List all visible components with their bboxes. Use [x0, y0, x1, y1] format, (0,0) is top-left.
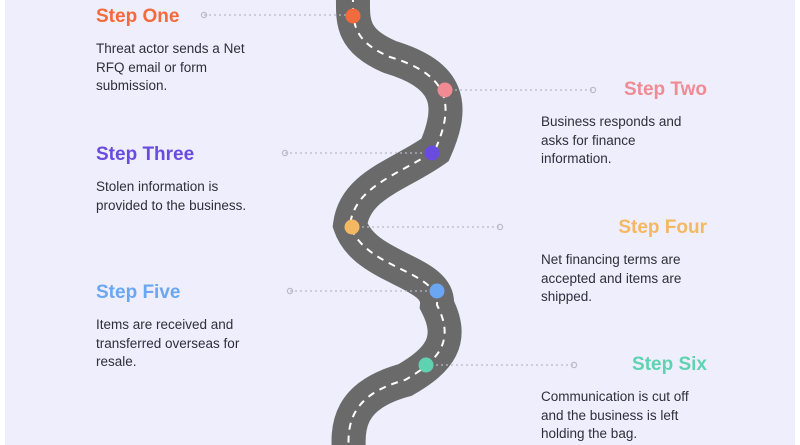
infographic-canvas: Step One Threat actor sends a Net RFQ em…: [5, 0, 795, 445]
step-two-connector-end: [589, 86, 597, 94]
step-five-marker: [429, 283, 445, 299]
step-five-title: Step Five: [96, 282, 181, 303]
step-two-title: Step Two: [623, 79, 707, 100]
step-one-connector-end: [200, 11, 208, 19]
step-one-title: Step One: [96, 6, 180, 27]
step-six-connector-end: [570, 361, 578, 369]
step-three-block: Step Three Stolen information is provide…: [96, 144, 296, 215]
road-diagram: [200, 0, 597, 445]
step-four-description: Net financing terms are accepted and ite…: [541, 252, 682, 304]
step-six-block: Step Six Communication is cut off and th…: [541, 354, 707, 444]
step-six-marker: [418, 357, 434, 373]
step-one-description: Threat actor sends a Net RFQ email or fo…: [96, 41, 245, 93]
step-six-title: Step Six: [632, 354, 707, 375]
step-four-connector-end: [496, 223, 504, 231]
step-one-marker: [345, 8, 361, 24]
road-lane-marking: [347, 0, 447, 445]
step-three-description: Stolen information is provided to the bu…: [96, 179, 247, 213]
step-two-description: Business responds and asks for finance i…: [541, 114, 682, 166]
step-two-block: Step Two Business responds and asks for …: [541, 79, 707, 169]
step-three-connector-end: [281, 149, 289, 157]
step-four-marker: [344, 219, 360, 235]
step-five-connector-end: [286, 287, 294, 295]
step-five-block: Step Five Items are received and transfe…: [96, 282, 296, 372]
step-four-block: Step Four Net financing terms are accept…: [541, 217, 707, 307]
step-four-title: Step Four: [618, 217, 707, 238]
step-six-description: Communication is cut off and the busines…: [541, 389, 689, 441]
step-five-description: Items are received and transferred overs…: [96, 317, 240, 369]
step-three-title: Step Three: [96, 144, 195, 165]
step-one-block: Step One Threat actor sends a Net RFQ em…: [96, 6, 296, 96]
step-two-marker: [437, 82, 453, 98]
step-three-marker: [424, 145, 440, 161]
road: [331, 0, 463, 445]
